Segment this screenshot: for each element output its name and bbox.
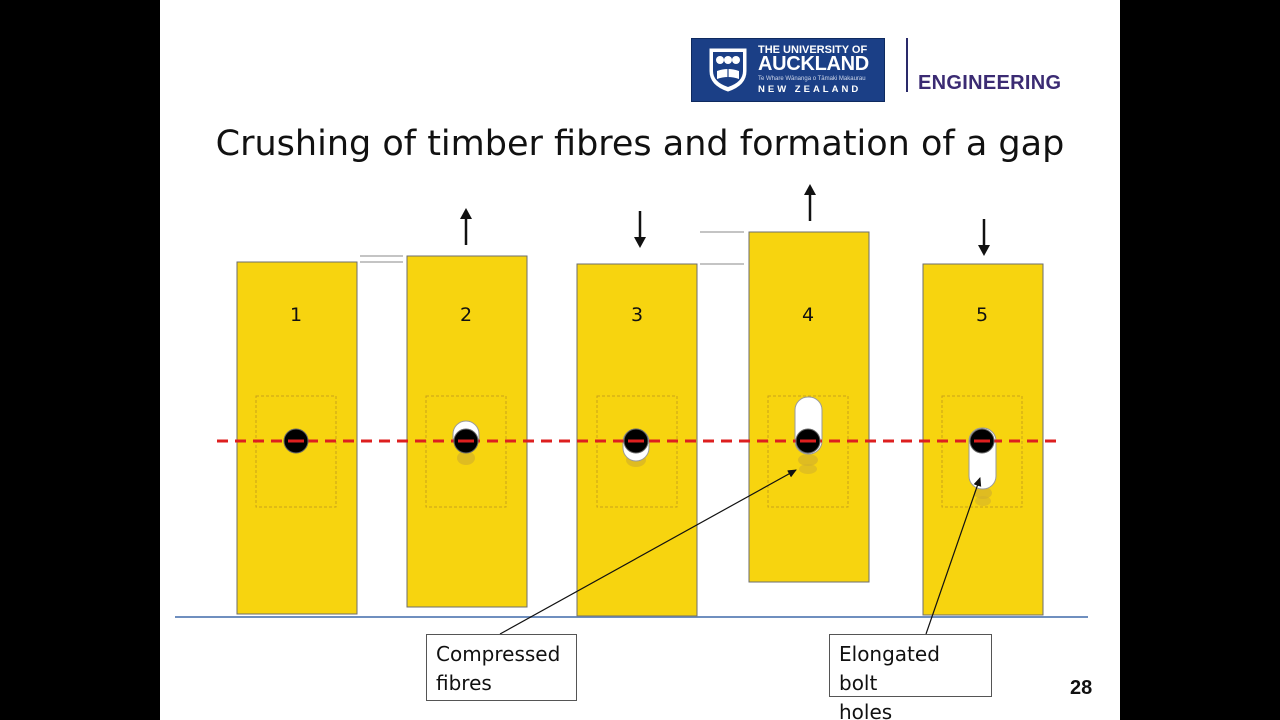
page-number: 28 — [1070, 677, 1093, 699]
elongated-holes-line-1: Elongated bolt — [839, 642, 940, 695]
elongated-holes-line-2: holes — [839, 700, 893, 720]
arrow-up-icon — [804, 184, 816, 221]
bolt-1 — [283, 428, 309, 454]
compressed-fibres-line-2: fibres — [436, 671, 492, 695]
bolt-zone-3 — [596, 395, 678, 508]
faculty-name: ENGINEERING — [918, 72, 1062, 94]
bolt-zone-5 — [941, 395, 1023, 508]
logo-line-maori-name: Te Whare Wānanga o Tāmaki Makaurau — [758, 76, 866, 82]
bolt-5 — [969, 428, 995, 454]
logo-line-university-of: THE UNIVERSITY OF — [758, 44, 868, 56]
leader-line-compressed — [499, 469, 797, 635]
compressed-fibre-shading — [457, 451, 992, 506]
university-logo: THE UNIVERSITY OF AUCKLAND Te Whare Wāna… — [691, 38, 885, 102]
logo-line-new-zealand: NEW ZEALAND — [758, 84, 862, 95]
arrow-down-icon — [634, 211, 646, 248]
arrow-up-icon — [460, 208, 472, 245]
bolt-2 — [453, 428, 479, 454]
logo-divider — [906, 38, 908, 92]
timber-member-2: 2 — [406, 255, 528, 608]
leader-line-elongated — [925, 477, 982, 635]
compressed-fibres-label: Compressed fibres — [426, 634, 577, 701]
stage-number-4: 4 — [802, 304, 814, 326]
bolt-3 — [623, 428, 649, 454]
bolt-zone-2 — [425, 395, 507, 508]
bolt-holes — [452, 396, 997, 490]
compressed-fibres-line-1: Compressed — [436, 642, 561, 666]
elongated-holes-label: Elongated bolt holes — [829, 634, 992, 720]
bolt-4 — [795, 428, 821, 454]
logo-line-auckland: AUCKLAND — [758, 53, 869, 75]
displacement-marks — [360, 231, 744, 265]
bolt-zone-4 — [767, 395, 849, 508]
stage-number-1: 1 — [290, 304, 302, 326]
connection-diagram: 1 2 3 4 5 — [175, 184, 1088, 635]
stage-number-5: 5 — [976, 304, 988, 326]
slide: THE UNIVERSITY OF AUCKLAND Te Whare Wāna… — [160, 0, 1120, 720]
bolt-zone-1 — [255, 395, 337, 508]
bolts — [283, 428, 995, 454]
crest-icon — [709, 48, 747, 92]
stage-number-2: 2 — [460, 304, 472, 326]
timber-member-1: 1 — [236, 261, 358, 615]
slide-title: Crushing of timber fibres and formation … — [215, 124, 1065, 164]
stage-number-3: 3 — [631, 304, 643, 326]
arrow-down-icon — [978, 219, 990, 256]
